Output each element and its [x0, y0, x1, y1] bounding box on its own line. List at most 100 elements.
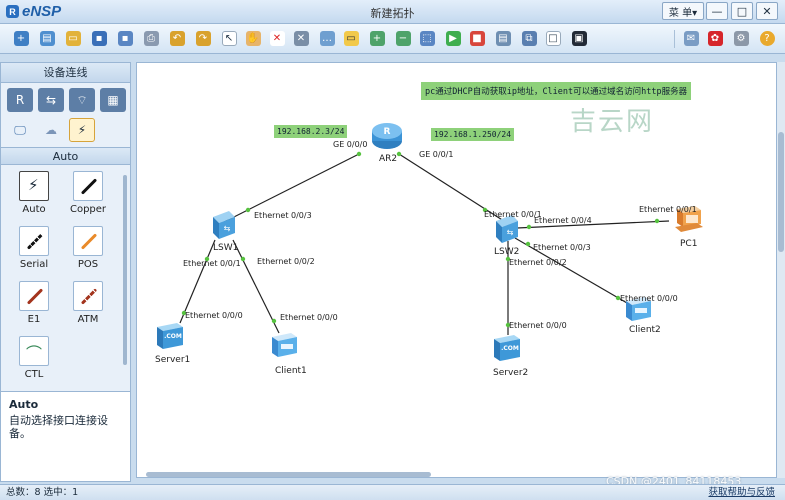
- device-name-lsw1[interactable]: LSW1: [213, 243, 239, 253]
- cable-e1[interactable]: E1: [9, 281, 59, 331]
- huawei-icon[interactable]: ✿: [706, 29, 724, 47]
- undo-icon[interactable]: ↶: [168, 29, 186, 47]
- port-label: GE 0/0/0: [333, 140, 368, 149]
- maximize-button[interactable]: □: [731, 2, 753, 20]
- select-icon[interactable]: ↖: [220, 29, 238, 47]
- save-icon[interactable]: ▪: [90, 29, 108, 47]
- topology-view-icon[interactable]: ▣: [570, 29, 588, 47]
- port-label: Ethernet 0/0/4: [534, 216, 592, 225]
- link-lsw2-client2[interactable]: [514, 237, 628, 304]
- settings-icon[interactable]: ⚙: [732, 29, 750, 47]
- scroll-thumb[interactable]: [778, 132, 784, 252]
- topology-note[interactable]: pc通过DHCP自动获取ip地址，Client可以通过域名访问http服务器: [421, 82, 692, 100]
- text-note-icon[interactable]: …: [318, 29, 336, 47]
- show-interfaces-icon[interactable]: ⧉: [520, 29, 538, 47]
- main-menu-button[interactable]: 菜 单▾: [662, 2, 704, 20]
- help-icon[interactable]: ?: [758, 29, 776, 47]
- cable-serial[interactable]: Serial: [9, 226, 59, 276]
- cable-copper[interactable]: Copper: [63, 171, 113, 221]
- scroll-thumb[interactable]: [146, 472, 431, 477]
- topology-canvas[interactable]: pc通过DHCP自动获取ip地址，Client可以通过域名访问http服务器 吉…: [136, 62, 777, 478]
- link-ar2-lsw2[interactable]: [398, 153, 508, 224]
- port-label: Ethernet 0/0/1: [183, 259, 241, 268]
- canvas-horizontal-scrollbar[interactable]: [136, 472, 777, 478]
- cable-pos[interactable]: POS: [63, 226, 113, 276]
- device-name-lsw2[interactable]: LSW2: [494, 247, 520, 257]
- new-from-template-icon[interactable]: ▤: [38, 29, 56, 47]
- router-category-icon[interactable]: R: [7, 88, 33, 112]
- svg-text:⇆: ⇆: [224, 224, 231, 233]
- cable-auto[interactable]: ⚡ Auto: [9, 171, 59, 221]
- start-device-icon[interactable]: ▶: [444, 29, 462, 47]
- e1-cable-icon: [19, 281, 49, 311]
- ip-label-ar2-g001[interactable]: 192.168.1.250/24: [431, 128, 515, 141]
- zoom-out-icon[interactable]: −: [394, 29, 412, 47]
- print-icon[interactable]: ⎙: [142, 29, 160, 47]
- save-as-icon[interactable]: ▪: [116, 29, 134, 47]
- pc-icon[interactable]: [671, 205, 705, 235]
- serial-cable-icon: [19, 226, 49, 256]
- stop-device-icon[interactable]: ■: [468, 29, 486, 47]
- canvas-vertical-scrollbar[interactable]: [777, 62, 785, 478]
- new-topology-icon[interactable]: +: [12, 29, 30, 47]
- cable-atm[interactable]: ATM: [63, 281, 113, 331]
- ensp-logo-icon: R: [6, 5, 19, 18]
- device-name-server1[interactable]: Server1: [155, 355, 191, 365]
- device-name-server2[interactable]: Server2: [493, 368, 529, 378]
- window-title: 新建拓扑: [370, 7, 415, 20]
- cable-label: CTL: [24, 369, 44, 380]
- link-lsw2-pc1[interactable]: [516, 220, 670, 229]
- device-name-client2[interactable]: Client2: [629, 325, 661, 335]
- port-label: Ethernet 0/0/0: [509, 321, 567, 330]
- device-category-row: R ⇆ ⌔ ▦: [7, 88, 126, 112]
- app-logo: R eNSP: [6, 3, 61, 20]
- delete-all-links-icon[interactable]: ✕: [292, 29, 310, 47]
- chat-icon[interactable]: ✉: [682, 29, 700, 47]
- atm-cable-icon: [73, 281, 103, 311]
- firewall-category-icon[interactable]: ▦: [100, 88, 126, 112]
- device-name-ar2[interactable]: AR2: [379, 154, 398, 164]
- server-icon[interactable]: .COM: [492, 333, 522, 363]
- cable-ctl[interactable]: ⌒ CTL: [9, 336, 59, 386]
- open-icon[interactable]: ▭: [64, 29, 82, 47]
- link-lsw1-client1[interactable]: [232, 239, 280, 334]
- port-label: Ethernet 0/0/3: [533, 243, 591, 252]
- switch-category-icon[interactable]: ⇆: [38, 88, 64, 112]
- wlan-category-icon[interactable]: ⌔: [69, 88, 95, 112]
- app-name: eNSP: [22, 3, 62, 20]
- help-feedback-link[interactable]: 获取帮助与反馈: [708, 487, 775, 498]
- router-icon[interactable]: R: [369, 117, 405, 153]
- capture-icon[interactable]: ▤: [494, 29, 512, 47]
- close-button[interactable]: ✕: [756, 2, 778, 20]
- client-icon[interactable]: [623, 295, 653, 323]
- rectangle-icon[interactable]: ▭: [342, 29, 360, 47]
- zoom-in-icon[interactable]: +: [368, 29, 386, 47]
- cable-description: Auto 自动选择接口连接设备。: [1, 391, 130, 481]
- port-label: Ethernet 0/0/1: [484, 210, 542, 219]
- ip-label-ar2-g000[interactable]: 192.168.2.3/24: [274, 125, 348, 138]
- minimize-button[interactable]: —: [706, 2, 728, 20]
- port-label: Ethernet 0/0/0: [280, 313, 338, 322]
- client-icon[interactable]: [269, 331, 299, 359]
- cloud-category-icon[interactable]: ☁: [45, 123, 57, 137]
- redo-icon[interactable]: ↷: [194, 29, 212, 47]
- fit-icon[interactable]: ⬚: [418, 29, 436, 47]
- selection-count: 总数：8 选中：1: [6, 487, 79, 498]
- server-icon[interactable]: .COM: [155, 321, 185, 351]
- pan-icon[interactable]: ✋: [245, 30, 261, 46]
- toolbar-separator: [674, 30, 675, 48]
- grid-icon[interactable]: □: [544, 29, 562, 47]
- switch-icon[interactable]: ⇆: [492, 213, 520, 245]
- link-ar2-lsw1[interactable]: [221, 153, 360, 224]
- connection-category-icon[interactable]: ⚡: [69, 118, 95, 142]
- cable-list-scrollbar[interactable]: [123, 175, 127, 365]
- delete-icon[interactable]: ✕: [268, 29, 286, 47]
- link-lsw1-server1[interactable]: [179, 239, 216, 324]
- auto-cable-icon: ⚡: [19, 171, 49, 201]
- cable-label: ATM: [77, 314, 99, 325]
- pc-category-icon[interactable]: 🖵: [14, 122, 26, 137]
- device-name-pc1[interactable]: PC1: [680, 239, 698, 249]
- device-name-client1[interactable]: Client1: [275, 366, 307, 376]
- cable-label: E1: [27, 314, 41, 325]
- switch-icon[interactable]: ⇆: [209, 209, 237, 241]
